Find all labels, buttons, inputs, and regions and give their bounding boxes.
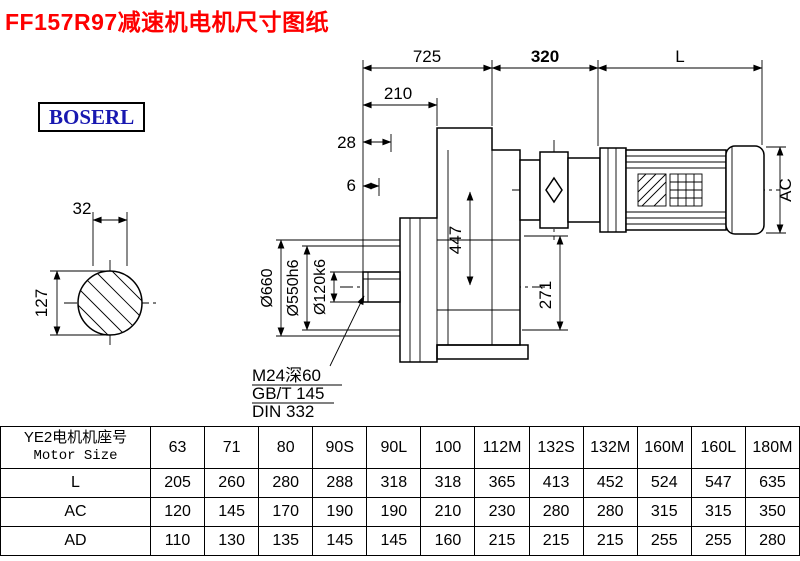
shaft-notes: M24深60 GB/T 145 DIN 332 (252, 295, 365, 421)
size-col-132m: 132M (582, 426, 638, 469)
dim-320: 320 (531, 47, 559, 66)
shaft-end-view: 32 127 (32, 199, 156, 348)
motor-size-header-cn: YE2电机机座号 (23, 429, 128, 447)
cell-AC-2: 170 (258, 497, 314, 527)
cell-AD-5: 160 (420, 526, 476, 556)
dim-271: 271 (536, 281, 555, 309)
dim-spigot: Ø550h6 (285, 259, 302, 316)
cell-AC-6: 230 (474, 497, 530, 527)
dim-AC: AC (776, 178, 795, 202)
top-dimensions: 725 320 L 210 28 6 (337, 47, 763, 272)
motor-view (512, 140, 780, 240)
cell-AD-8: 215 (582, 526, 638, 556)
technical-drawing: 32 127 725 320 L 210 28 (32, 47, 795, 421)
size-col-80: 80 (258, 426, 314, 469)
size-col-112m: 112M (474, 426, 530, 469)
cell-AD-4: 145 (366, 526, 422, 556)
dim-shaft: Ø120k6 (312, 259, 329, 315)
cell-AC-3: 190 (312, 497, 368, 527)
note-tapped-hole: M24深60 (252, 366, 321, 385)
size-col-90l: 90L (366, 426, 422, 469)
side-dimensions: Ø660 Ø550h6 Ø120k6 447 271 AC (259, 146, 795, 337)
size-col-90s: 90S (312, 426, 368, 469)
cell-L-7: 413 (528, 468, 584, 498)
fan-cowl (725, 145, 765, 235)
cell-AD-10: 255 (690, 526, 746, 556)
motor-size-header-en: Motor Size (33, 448, 118, 465)
output-shaft (362, 271, 401, 303)
motor-size-header: YE2电机机座号 Motor Size (0, 426, 151, 469)
note-gb-standard: GB/T 145 (252, 384, 324, 403)
cell-L-5: 318 (420, 468, 476, 498)
table-row-AD: AD 110 130 135 145 145 160 215 215 215 2… (0, 526, 800, 556)
adapter-step2 (539, 151, 569, 229)
dim-L: L (675, 47, 684, 66)
gearbox-housing (399, 127, 521, 363)
cell-AC-10: 315 (690, 497, 746, 527)
cell-L-9: 524 (636, 468, 692, 498)
dim-127: 127 (32, 289, 51, 317)
size-col-160m: 160M (636, 426, 692, 469)
cell-L-6: 365 (474, 468, 530, 498)
size-col-160l: 160L (690, 426, 746, 469)
motor-fins (626, 155, 726, 225)
table-row-AC: AC 120 145 170 190 190 210 230 280 280 3… (0, 497, 800, 527)
housing-details (409, 150, 520, 362)
section-hatching (77, 270, 143, 336)
cell-AC-1: 145 (204, 497, 260, 527)
gearbox-view (340, 127, 545, 363)
cell-AD-2: 135 (258, 526, 314, 556)
brand-logo: BOSERL (38, 102, 146, 132)
dim-28: 28 (337, 133, 356, 152)
cell-AD-3: 145 (312, 526, 368, 556)
cell-L-11: 635 (744, 468, 800, 498)
cell-AD-9: 255 (636, 526, 692, 556)
table-row-L: L 205 260 280 288 318 318 365 413 452 52… (0, 468, 800, 498)
size-col-100: 100 (420, 426, 476, 469)
cell-AC-9: 315 (636, 497, 692, 527)
size-col-63: 63 (149, 426, 206, 469)
page-title: FF157R97减速机电机尺寸图纸 (5, 9, 330, 35)
cell-AC-8: 280 (582, 497, 638, 527)
motor-section-hatch (637, 173, 667, 207)
cell-L-0: 205 (149, 468, 206, 498)
row-label-AC: AC (0, 497, 151, 527)
row-label-L: L (0, 468, 151, 498)
housing-foot (436, 344, 529, 360)
cell-AD-6: 215 (474, 526, 530, 556)
oil-plug-diamond (545, 176, 563, 204)
table-header-row: YE2电机机座号 Motor Size 63 71 80 90S 90L 100… (0, 426, 800, 469)
dim-725: 725 (413, 47, 441, 66)
cell-AC-7: 280 (528, 497, 584, 527)
adapter-step1 (519, 159, 541, 221)
dim-210: 210 (384, 84, 412, 103)
note-din-standard: DIN 332 (252, 402, 314, 421)
cell-AD-7: 215 (528, 526, 584, 556)
size-col-71: 71 (204, 426, 260, 469)
dim-6: 6 (347, 176, 356, 195)
motor-flange (599, 147, 627, 233)
cell-L-3: 288 (312, 468, 368, 498)
cell-AC-0: 120 (149, 497, 206, 527)
cell-L-2: 280 (258, 468, 314, 498)
cell-AD-0: 110 (149, 526, 206, 556)
cell-AC-11: 350 (744, 497, 800, 527)
cell-AD-11: 280 (744, 526, 800, 556)
size-col-180m: 180M (744, 426, 800, 469)
cell-L-4: 318 (366, 468, 422, 498)
dim-flange-od: Ø660 (259, 268, 276, 307)
cell-AC-5: 210 (420, 497, 476, 527)
motor-grid-detail (669, 173, 703, 207)
cell-AD-1: 130 (204, 526, 260, 556)
adapter-step3 (567, 157, 601, 223)
cell-AC-4: 190 (366, 497, 422, 527)
dim-447: 447 (446, 226, 465, 254)
size-col-132s: 132S (528, 426, 584, 469)
cell-L-8: 452 (582, 468, 638, 498)
cell-L-10: 547 (690, 468, 746, 498)
cell-L-1: 260 (204, 468, 260, 498)
motor-dimension-table: YE2电机机座号 Motor Size 63 71 80 90S 90L 100… (0, 426, 800, 556)
dim-32: 32 (73, 199, 92, 218)
row-label-AD: AD (0, 526, 151, 556)
